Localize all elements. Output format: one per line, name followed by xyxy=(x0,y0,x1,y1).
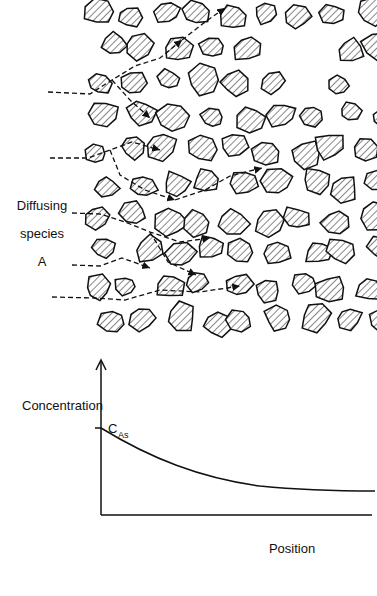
solid-particle xyxy=(157,276,184,295)
solid-particle xyxy=(88,103,118,127)
solid-particle xyxy=(292,141,319,170)
solid-particle xyxy=(251,143,278,165)
solid-particle xyxy=(237,107,266,133)
surface-concentration-symbol: C xyxy=(108,421,117,436)
solid-particle xyxy=(169,301,194,331)
solid-particle xyxy=(264,305,290,331)
solid-particle xyxy=(165,243,198,265)
solid-particle xyxy=(364,171,377,190)
solid-particle xyxy=(266,105,296,127)
solid-particle xyxy=(166,171,191,196)
solid-particle xyxy=(370,309,377,332)
solid-particle xyxy=(264,242,291,263)
solid-particle xyxy=(256,281,278,303)
solid-particle xyxy=(189,135,218,161)
solid-particle xyxy=(329,75,349,94)
solid-particle xyxy=(226,274,254,294)
solid-particle xyxy=(355,139,377,161)
solid-particle xyxy=(283,207,309,227)
solid-particle xyxy=(292,274,316,294)
solid-particle xyxy=(261,72,285,95)
solid-particle xyxy=(101,32,127,54)
solid-particle xyxy=(366,236,377,261)
solid-particle xyxy=(154,3,181,22)
solid-particle xyxy=(199,38,224,56)
solid-particle xyxy=(88,274,111,301)
solid-particle xyxy=(257,3,277,24)
subscript: As xyxy=(118,428,129,443)
solid-particle xyxy=(126,101,157,126)
solid-particle xyxy=(184,210,209,238)
solid-particle xyxy=(187,273,209,293)
solid-particle xyxy=(166,37,194,59)
solid-particle xyxy=(156,104,190,131)
concentration-graph xyxy=(95,360,375,515)
solid-particle xyxy=(115,278,135,296)
solid-particle xyxy=(339,37,364,60)
solid-particle xyxy=(256,210,285,238)
solid-particle xyxy=(122,137,145,160)
solid-particle xyxy=(260,169,293,193)
solid-particle xyxy=(361,33,377,61)
solid-particle xyxy=(331,177,355,203)
solid-particle xyxy=(182,0,209,22)
solid-particle xyxy=(97,312,124,332)
solid-particle xyxy=(95,177,121,197)
solid-particle xyxy=(230,173,258,194)
solid-particle xyxy=(86,207,110,230)
diffusion-paths xyxy=(48,8,262,300)
solid-particle xyxy=(218,209,250,235)
solid-particle xyxy=(286,5,312,29)
solid-particle xyxy=(129,309,156,332)
solid-particle xyxy=(92,239,116,258)
solid-particle xyxy=(127,34,154,62)
solid-particle xyxy=(359,0,377,26)
solid-particle xyxy=(228,238,253,261)
solid-particle xyxy=(194,169,218,191)
solid-particle xyxy=(222,135,249,157)
solid-particle xyxy=(338,309,362,330)
solid-particle xyxy=(200,108,222,126)
solid-particle xyxy=(157,69,180,88)
solid-particle xyxy=(199,236,223,257)
solid-particle xyxy=(305,169,329,195)
solid-particle xyxy=(188,63,218,96)
solid-particle xyxy=(121,73,147,93)
axis-label: Position xyxy=(269,541,315,556)
solid-particle xyxy=(319,5,344,24)
solid-particle xyxy=(226,310,251,332)
solid-particle xyxy=(356,279,377,300)
solid-particle xyxy=(320,211,349,234)
solid-particle xyxy=(89,74,113,93)
solid-particle xyxy=(300,107,323,127)
solid-particle xyxy=(361,202,377,230)
solid-particle xyxy=(221,5,246,27)
solid-particle xyxy=(119,201,146,223)
diffusing-species-label: Diffusing species A xyxy=(17,192,67,276)
solid-particle xyxy=(326,239,354,263)
solid-particle xyxy=(373,110,377,126)
solid-particle xyxy=(203,312,231,337)
solid-particle xyxy=(302,304,331,333)
solid-particle xyxy=(220,70,248,96)
solid-particle xyxy=(119,8,143,27)
solid-particle xyxy=(315,135,343,160)
solid-particle xyxy=(315,277,343,302)
solid-particle xyxy=(342,102,362,120)
solid-particle xyxy=(234,37,260,60)
axis-label: Concentration xyxy=(22,398,103,413)
solid-particle xyxy=(84,0,113,22)
